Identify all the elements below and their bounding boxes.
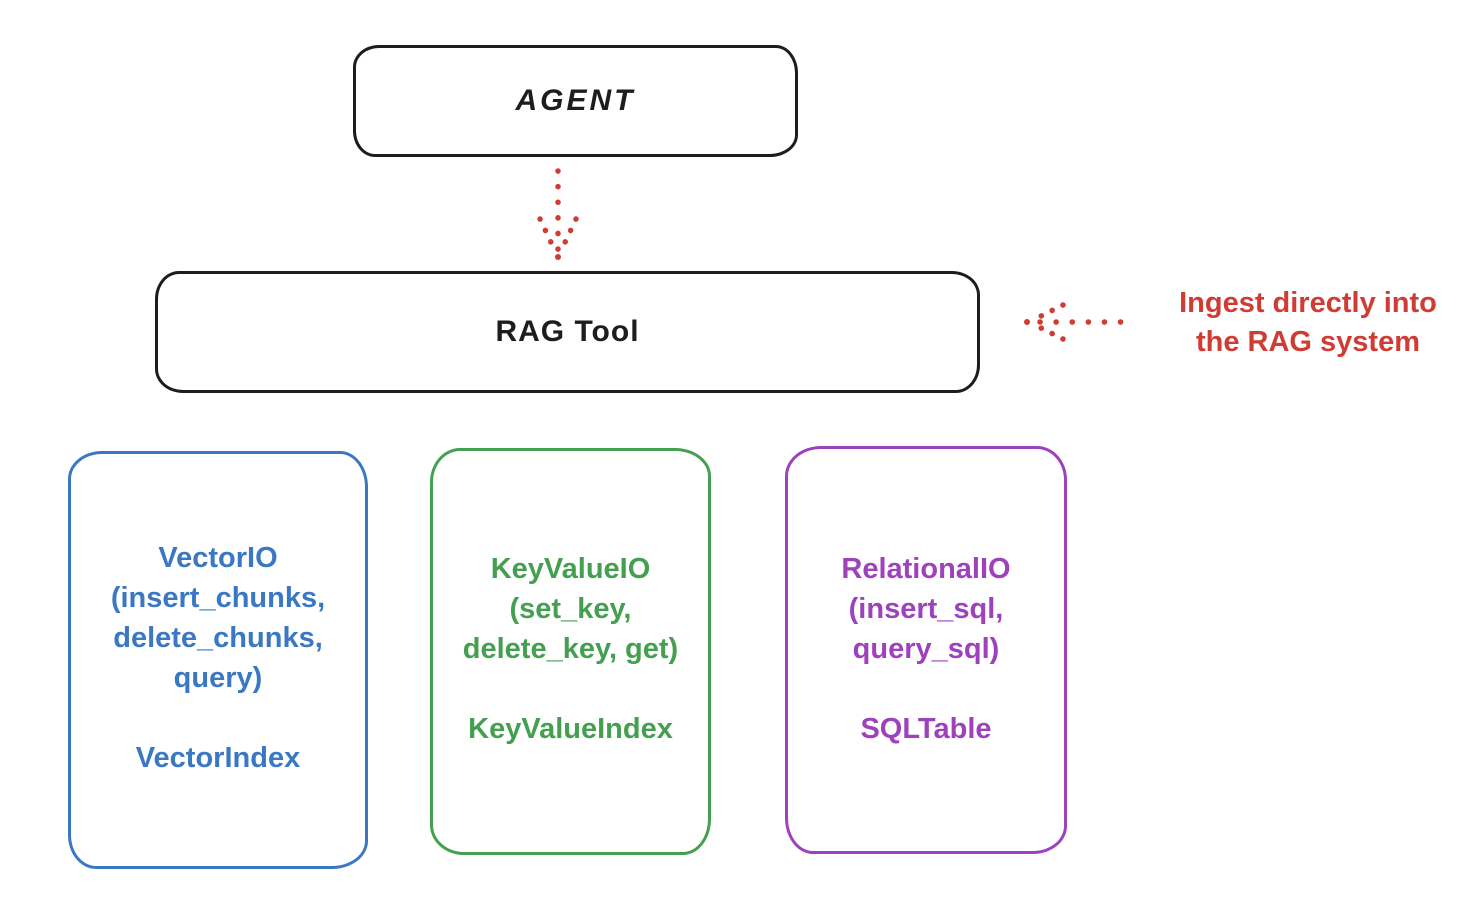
keyvalue-io-title: KeyValueIO — [490, 553, 651, 585]
spacer — [788, 669, 1064, 709]
ingest-annotation: Ingest directly into the RAG system — [1140, 284, 1476, 362]
vector-index-label: VectorIndex — [135, 742, 301, 774]
vector-io-method: (insert_chunks, — [110, 582, 326, 614]
vector-io-method: query) — [173, 662, 263, 694]
vector-io-box: VectorIO (insert_chunks, delete_chunks, … — [68, 451, 368, 869]
rag-tool-label: RAG Tool — [495, 315, 640, 348]
relational-io-method: (insert_sql, — [848, 593, 1004, 625]
dotted-arrow-left-icon — [1024, 302, 1131, 342]
ingest-annotation-line1: Ingest directly into — [1179, 287, 1437, 319]
rag-tool-box: RAG Tool — [155, 271, 980, 393]
agent-box: AGENT — [353, 45, 798, 157]
relational-io-method: query_sql) — [852, 633, 1000, 665]
keyvalue-io-method: delete_key, get) — [462, 633, 679, 665]
dotted-arrow-down-icon — [537, 168, 579, 260]
keyvalue-io-method: (set_key, — [509, 593, 632, 625]
sql-table-label: SQLTable — [860, 713, 992, 745]
relational-io-title: RelationalIO — [841, 553, 1011, 585]
spacer — [433, 669, 708, 709]
vector-io-title: VectorIO — [158, 542, 278, 574]
relational-io-box: RelationalIO (insert_sql, query_sql) SQL… — [785, 446, 1067, 854]
vector-io-method: delete_chunks, — [113, 622, 323, 654]
ingest-annotation-line2: the RAG system — [1195, 326, 1420, 358]
spacer — [71, 698, 365, 738]
agent-label: AGENT — [515, 84, 636, 117]
keyvalue-index-label: KeyValueIndex — [468, 713, 673, 745]
keyvalue-io-box: KeyValueIO (set_key, delete_key, get) Ke… — [430, 448, 711, 855]
